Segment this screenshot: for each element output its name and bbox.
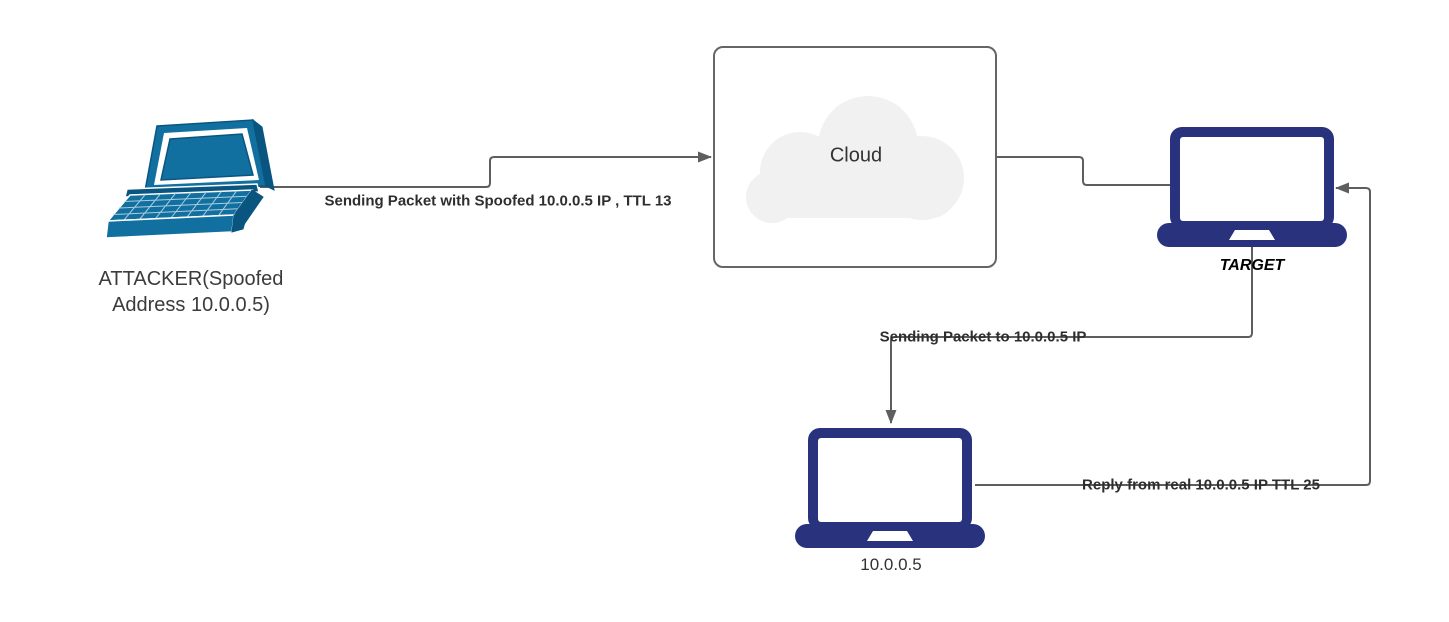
cloud-label: Cloud	[829, 144, 883, 167]
attacker-laptop-icon	[105, 118, 275, 239]
target-laptop-icon	[1157, 127, 1347, 247]
cloud-icon	[746, 96, 964, 223]
edge-label-reply: Reply from real 10.0.0.5 IP TTL 25	[1082, 476, 1320, 494]
arrow-attacker-to-cloud	[260, 151, 712, 188]
host-label: 10.0.0.5	[860, 555, 922, 574]
edge-label-send-to-host: Sending Packet to 10.0.0.5 IP	[879, 328, 1087, 346]
connector-cloud-to-target	[996, 156, 1172, 186]
attacker-label: ATTACKER(Spoofed Address 10.0.0.5)	[98, 268, 284, 316]
arrow-host-to-target	[975, 182, 1371, 486]
target-label: TARGET	[1219, 257, 1285, 274]
host-laptop-icon	[795, 428, 985, 548]
edge-label-spoofed-packet: Sending Packet with Spoofed 10.0.0.5 IP …	[324, 192, 672, 210]
arrow-target-to-host	[885, 246, 1253, 424]
